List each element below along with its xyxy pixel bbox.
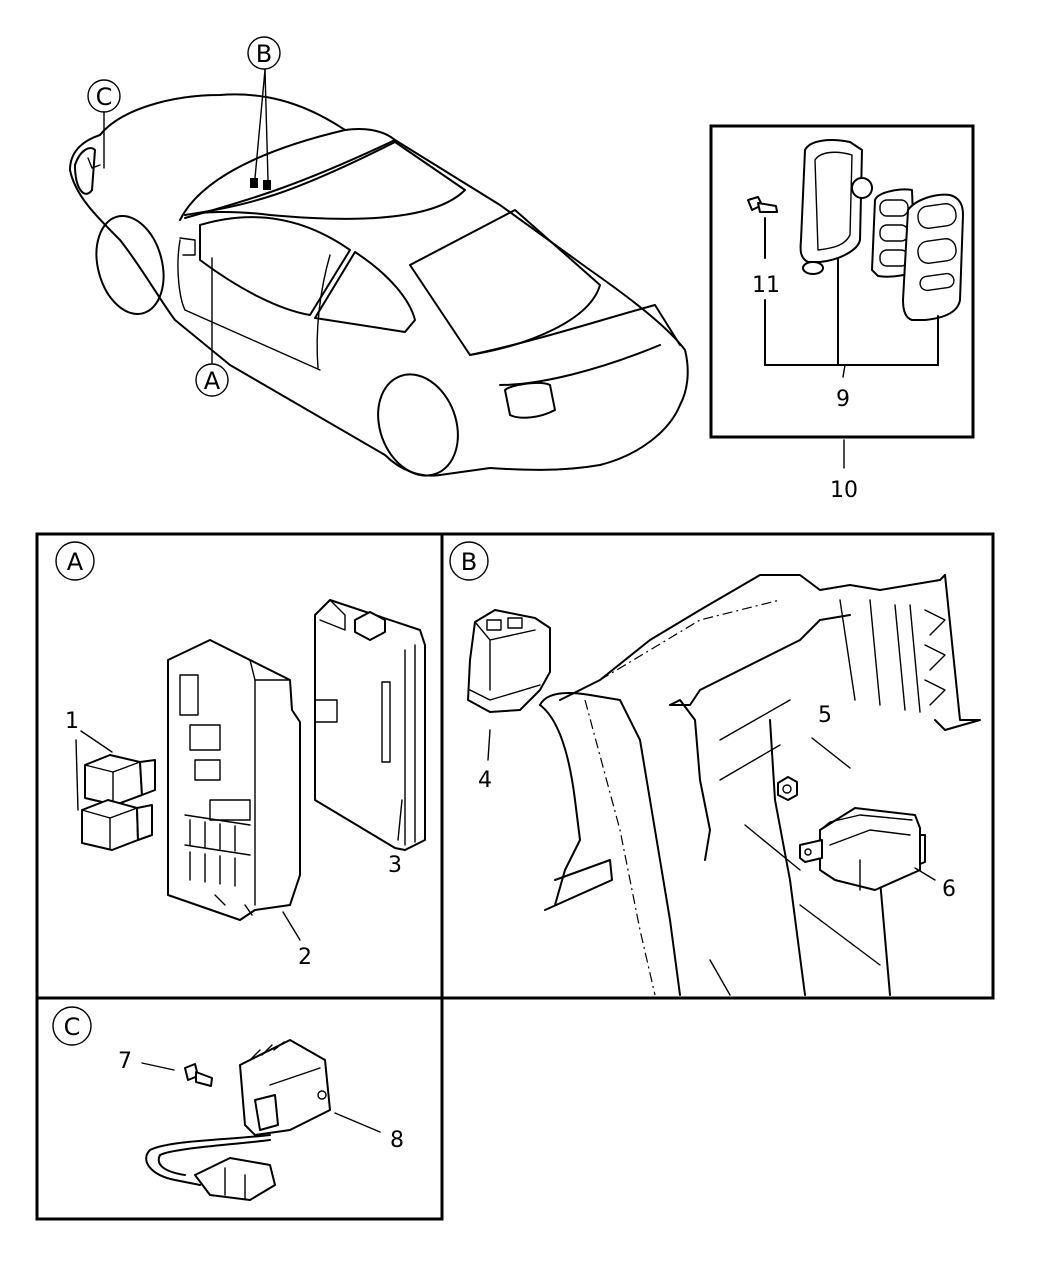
callout-c-text: C (96, 83, 113, 111)
leader-9-tick (842, 364, 846, 378)
fob-front-slot-2 (917, 238, 957, 264)
panel-a: A (55, 541, 426, 970)
callout-a: A (195, 363, 229, 397)
car-rear-glass (409, 209, 601, 356)
key-fob-panel: 11 9 10 (709, 124, 975, 503)
screw-part-11 (747, 196, 778, 213)
fob-front-slot-1 (917, 203, 957, 229)
label-part-5: 5 (818, 703, 832, 728)
fob-lock-button (879, 199, 909, 217)
leader-3 (397, 799, 403, 841)
fob-back-inner (814, 151, 853, 251)
body-structure (539, 574, 981, 996)
label-part-8: 8 (390, 1128, 404, 1153)
panel-a-callout: A (55, 541, 95, 581)
label-part-4: 4 (478, 768, 492, 793)
car-roofline (179, 129, 346, 221)
leader-6 (914, 867, 936, 881)
sensor-part-8 (145, 1039, 331, 1201)
panel-b-letter: B (461, 548, 477, 576)
panel-c-callout: C (52, 1006, 92, 1046)
fob-keyring (802, 261, 824, 275)
leader-5 (811, 737, 851, 769)
car-body-outline (69, 93, 689, 477)
fob-front-slot-3 (919, 272, 955, 292)
car-trunk-line (469, 304, 681, 356)
nut-part-5 (777, 776, 798, 801)
label-part-1: 1 (65, 709, 79, 734)
marker-b-left (250, 178, 258, 188)
key-fob-frame (709, 124, 975, 439)
leader-b2 (264, 69, 269, 181)
car-rear-window (314, 251, 416, 333)
panel-c-letter: C (64, 1013, 81, 1041)
detail-panel-frames (35, 532, 995, 1221)
module-part-4 (467, 609, 551, 713)
marker-b-right (263, 180, 271, 190)
leader-8 (334, 1112, 381, 1133)
fob-back-case (799, 139, 863, 263)
car-windshield (184, 141, 466, 220)
panel-a-letter: A (67, 548, 84, 576)
car-door-seam (316, 254, 331, 369)
control-unit-part-6 (799, 807, 926, 891)
fuse-block-part-2 (167, 639, 301, 921)
label-part-11: 11 (752, 273, 780, 298)
marker-a-box (179, 237, 196, 256)
leader-1b (75, 739, 79, 811)
panel-b-callout: B (449, 541, 489, 581)
car-trunk-lid (499, 344, 661, 386)
car-front-wheel (95, 214, 165, 316)
leader-2 (282, 911, 301, 941)
callout-b: B (247, 36, 281, 70)
fob-battery (851, 177, 873, 199)
leader-b1 (254, 69, 266, 179)
leader-1a (80, 730, 113, 753)
panel-b-frame (440, 532, 995, 1000)
label-part-6: 6 (942, 877, 956, 902)
label-part-10: 10 (830, 478, 858, 503)
panel-c-frame (35, 996, 444, 1221)
leader-4 (487, 729, 491, 761)
bolt-part-7 (184, 1063, 213, 1087)
car-roof-edge (184, 139, 396, 219)
car-tail-light (504, 381, 556, 419)
car-overview: B C A (69, 36, 689, 477)
leader-7 (141, 1062, 175, 1071)
label-part-2: 2 (298, 945, 312, 970)
callout-b-text: B (256, 40, 272, 68)
relays-part-1 (81, 754, 156, 851)
label-part-9: 9 (836, 387, 850, 412)
control-module-part-3 (314, 599, 426, 851)
label-part-7: 7 (118, 1049, 132, 1074)
car-front-window (199, 216, 351, 316)
marker-c (87, 157, 101, 169)
car-headlight (74, 147, 96, 195)
panel-c: C 7 8 (52, 1006, 404, 1201)
label-part-3: 3 (388, 853, 402, 878)
callout-c: C (87, 79, 121, 113)
car-door-line (177, 239, 321, 371)
car-rear-wheel (377, 373, 459, 477)
panel-b: B (449, 541, 981, 996)
callout-a-text: A (204, 367, 221, 395)
